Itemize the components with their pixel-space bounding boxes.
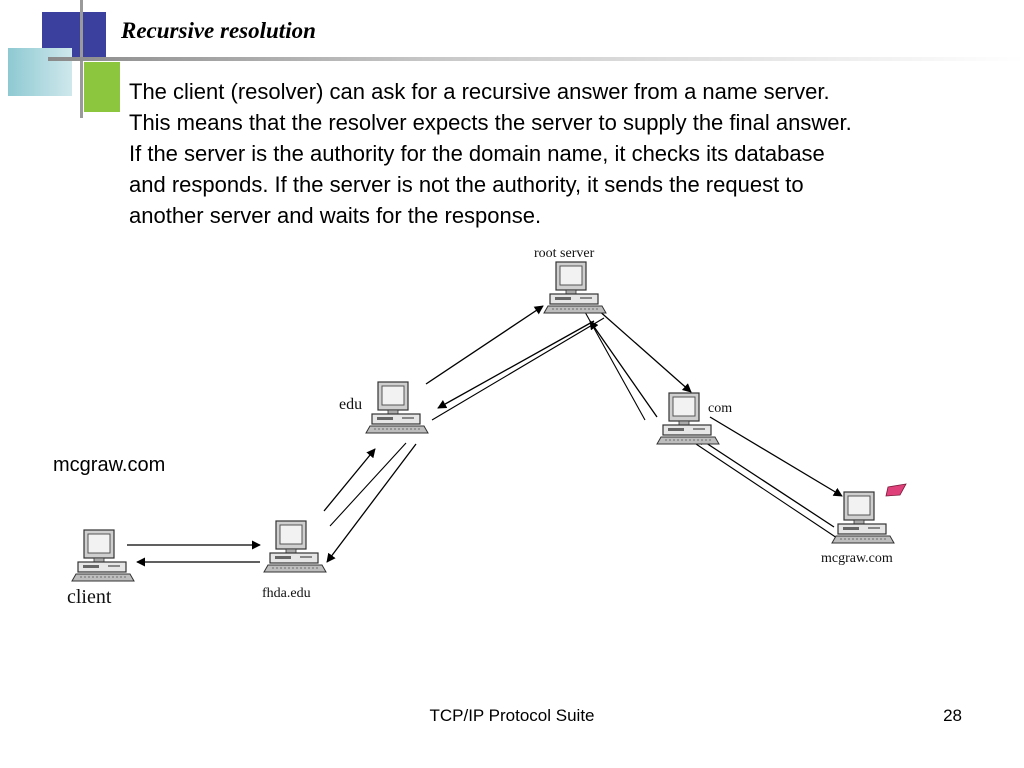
node-label-mcgraw: mcgraw.com — [821, 551, 893, 566]
node-local-server: fhda.edu — [262, 520, 327, 601]
flag-icon — [885, 483, 907, 497]
body-line: and responds. If the server is not the a… — [129, 172, 804, 197]
computer-icon — [263, 520, 327, 573]
node-com: com — [656, 392, 732, 445]
node-label-client: client — [67, 586, 112, 608]
computer-icon — [71, 529, 135, 582]
computer-icon — [831, 491, 895, 544]
node-label-local-server: fhda.edu — [262, 586, 311, 601]
page-number: 28 — [943, 706, 962, 725]
arrows-local-edu — [323, 442, 417, 563]
target-domain-label: mcgraw.com — [53, 454, 166, 476]
decor-green-square — [84, 62, 120, 112]
slide-title: Recursive resolution — [121, 18, 316, 43]
body-text: The client (resolver) can ask for a recu… — [129, 76, 989, 231]
footer-title: TCP/IP Protocol Suite — [429, 706, 595, 725]
node-label-com: com — [708, 401, 732, 416]
body-line: This means that the resolver expects the… — [129, 110, 852, 135]
body-line: If the server is the authority for the d… — [129, 141, 825, 166]
decor-teal-square — [8, 48, 72, 96]
arrows-edu-root — [425, 305, 605, 421]
arrows-client-local — [127, 540, 261, 567]
node-root: root server — [534, 246, 607, 314]
recursive-resolution-diagram: client fhda.edu edu root server com mcgr… — [67, 246, 907, 608]
node-mcgraw: mcgraw.com — [821, 483, 907, 566]
body-line: another server and waits for the respons… — [129, 203, 542, 228]
arrows-com-mcgraw — [689, 416, 843, 541]
node-client: client — [67, 529, 135, 608]
arrows-root-com — [584, 308, 692, 421]
node-label-edu: edu — [339, 396, 362, 413]
body-line: The client (resolver) can ask for a recu… — [129, 79, 830, 104]
computer-icon — [543, 261, 607, 314]
node-label-root: root server — [534, 246, 595, 261]
node-edu: edu — [339, 381, 429, 434]
decor-title-rule — [48, 57, 1024, 61]
computer-icon — [365, 381, 429, 434]
